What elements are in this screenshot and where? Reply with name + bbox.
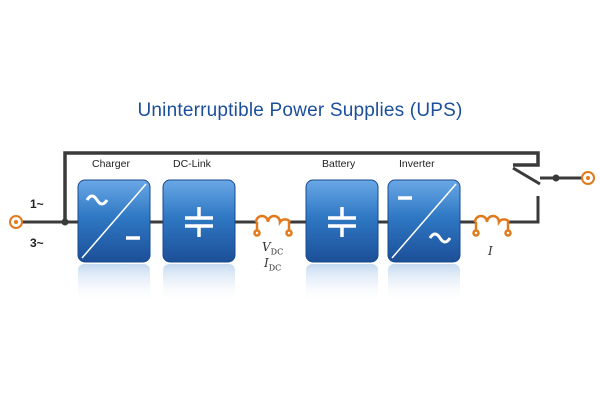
diagram-title: Uninterruptible Power Supplies (UPS) xyxy=(137,100,463,121)
battery-reflection xyxy=(306,264,378,304)
idc-label: IDC xyxy=(264,256,282,273)
ac-inductor xyxy=(472,214,512,237)
ac-symbol xyxy=(428,232,452,244)
dclink-block xyxy=(162,179,236,263)
charger-reflection xyxy=(78,264,150,304)
inverter-label: Inverter xyxy=(399,158,435,170)
charger-block xyxy=(77,179,151,263)
inverter-reflection xyxy=(388,264,460,304)
ac-current-label: I xyxy=(488,244,493,258)
battery-label: Battery xyxy=(322,158,356,170)
dclink-reflection xyxy=(163,264,235,304)
inverter-output-line xyxy=(509,196,540,224)
battery-block xyxy=(305,179,379,263)
input-label-three-phase: 3~ xyxy=(30,236,44,250)
charger-label: Charger xyxy=(92,158,130,170)
ac-symbol xyxy=(85,194,109,206)
transfer-switch xyxy=(512,166,541,186)
input-terminal-dot xyxy=(14,220,18,224)
capacitor-symbol xyxy=(185,207,213,237)
output-terminal-dot xyxy=(586,176,590,180)
input-node xyxy=(61,218,69,226)
dclink-label: DC-Link xyxy=(173,158,211,170)
dc-inductor xyxy=(253,214,293,237)
switch-node xyxy=(552,174,560,182)
bypass-line xyxy=(63,151,540,222)
input-label-single-phase: 1~ xyxy=(30,197,44,211)
capacitor-symbol xyxy=(328,207,356,237)
inverter-block xyxy=(387,179,461,263)
vdc-label: VDC xyxy=(262,240,284,257)
